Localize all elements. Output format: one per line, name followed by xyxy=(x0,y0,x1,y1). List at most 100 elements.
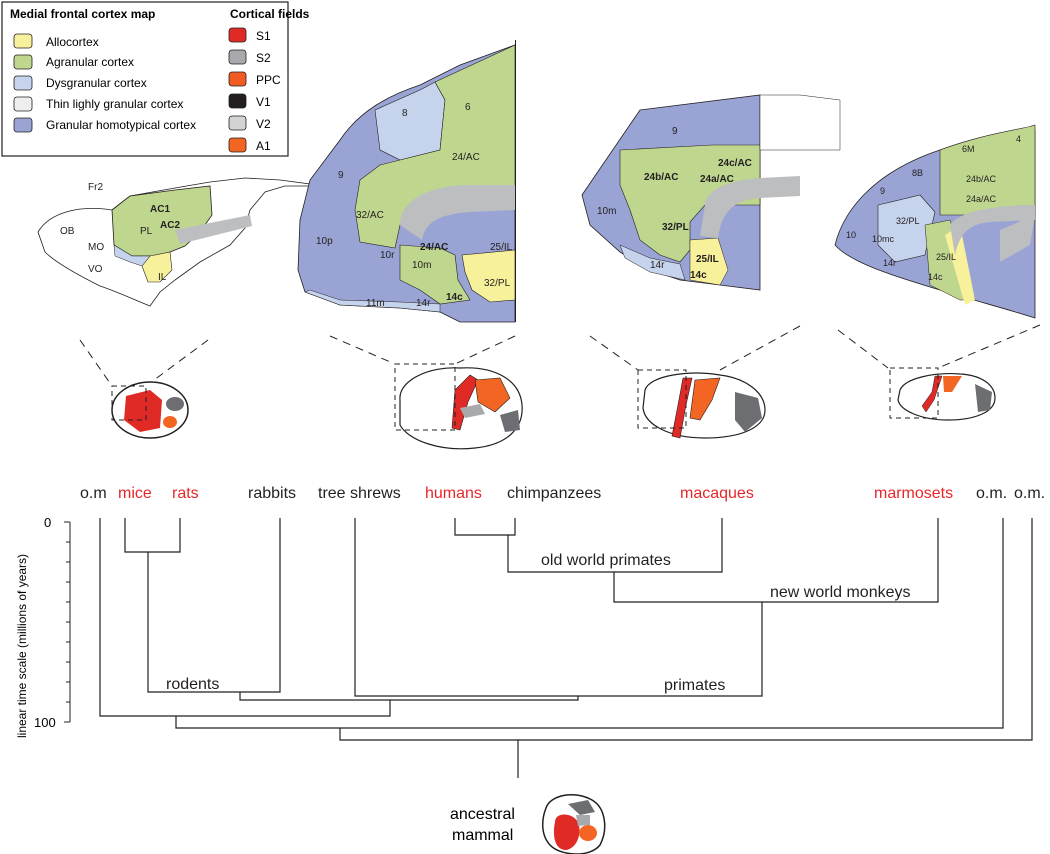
new-world-monkeys-branch xyxy=(613,518,939,603)
zoom-line xyxy=(145,339,209,387)
marmoset-ppc-area xyxy=(943,376,962,392)
marmoset-label: 32/PL xyxy=(896,216,920,226)
om-left-branch xyxy=(99,518,391,717)
primates-branch xyxy=(354,518,763,697)
legend-map-label: Dysgranular cortex xyxy=(46,76,147,90)
marmoset-label: 10 xyxy=(846,230,856,240)
human-orbital-strip xyxy=(304,289,441,313)
legend-field-item: PPC xyxy=(228,71,281,87)
om-right-branch-1 xyxy=(175,518,1004,729)
legend-map-label: Allocortex xyxy=(46,35,99,49)
ancestral-mammal: ancestral mammal xyxy=(450,793,606,854)
species-label: chimpanzees xyxy=(507,485,601,502)
legend-map-item: Thin lighly granular cortex xyxy=(13,96,183,112)
ppc-swatch xyxy=(228,71,247,87)
human-brain-icon xyxy=(394,363,523,450)
rodent-frontal-map: Fr2 AC1 AC2 PL OB MO VO IL xyxy=(37,177,311,307)
human-label: 8 xyxy=(402,108,408,119)
human-map-edge xyxy=(515,40,516,322)
ancestral-a1-area xyxy=(579,825,597,841)
ancestral-v1-area xyxy=(568,800,595,815)
granular-homotypical-swatch xyxy=(13,117,33,133)
marmoset-label: 6M xyxy=(962,144,975,154)
macaque-v1-area xyxy=(735,392,762,432)
macaque-label: 24b/AC xyxy=(644,172,678,183)
species-label: humans xyxy=(425,485,482,502)
marmoset-label: 24b/AC xyxy=(966,174,997,184)
s2-swatch xyxy=(228,49,247,65)
human-label: 10m xyxy=(412,260,431,271)
a1-swatch xyxy=(228,137,247,153)
species-label: marmosets xyxy=(874,485,953,502)
macaque-zoom-box xyxy=(637,369,687,429)
legend-field-label: A1 xyxy=(256,139,271,153)
human-label: 10r xyxy=(380,250,395,261)
zoom-line xyxy=(79,339,113,387)
legend-field-label: PPC xyxy=(256,73,281,87)
mouse-s1-area xyxy=(124,390,162,432)
species-label: o.m. xyxy=(1014,485,1045,502)
legend-field-label: S1 xyxy=(256,29,271,43)
marmoset-brain-outline xyxy=(897,373,996,421)
clade-labels: old world primates new world monkeys rod… xyxy=(166,552,911,694)
macaque-brain-icon xyxy=(637,369,766,439)
rodent-dysgranular-strip xyxy=(113,244,151,267)
legend-field-item: S2 xyxy=(228,49,271,65)
human-label: 32/PL xyxy=(484,278,511,289)
rodent-label: VO xyxy=(88,264,103,275)
legend-map-item: Granular homotypical cortex xyxy=(13,117,196,133)
rodents-branch xyxy=(147,518,281,693)
rodent-label: Fr2 xyxy=(88,182,103,193)
zoom-line xyxy=(719,325,801,371)
human-label: 24/AC xyxy=(452,152,480,163)
human-label: 9 xyxy=(338,170,344,181)
species-label: o.m. xyxy=(976,485,1007,502)
macaque-label: 10m xyxy=(597,206,616,217)
legend-field-label: S2 xyxy=(256,51,271,65)
dysgranular-swatch xyxy=(13,75,33,91)
rodent-label: OB xyxy=(60,226,75,237)
marmoset-label: 14c xyxy=(928,272,943,282)
macaque-label: 9 xyxy=(672,126,678,137)
species-label: tree shrews xyxy=(318,485,401,502)
zoom-lines xyxy=(79,324,1041,387)
root-label-line1: ancestral xyxy=(450,806,515,823)
legend-field-item: V1 xyxy=(228,93,271,109)
legend-map-item: Allocortex xyxy=(13,33,99,49)
legend-field-label: V2 xyxy=(256,117,271,131)
marmoset-agranular-region xyxy=(939,124,1036,216)
macaque-orbital-strip xyxy=(619,244,686,281)
om-right-branch-2 xyxy=(339,518,1033,741)
human-subgenual-region xyxy=(399,244,471,305)
macaque-ppc-area xyxy=(689,377,721,421)
thin-granular-swatch xyxy=(13,96,33,112)
human-s1-area xyxy=(451,374,479,431)
mouse-brain-icon xyxy=(111,381,189,439)
zoom-line xyxy=(937,324,1041,369)
species-label: rabbits xyxy=(248,485,296,502)
legend-fields-title: Cortical fields xyxy=(230,7,310,21)
human-label: 32/AC xyxy=(356,210,384,221)
macaque-label: 24a/AC xyxy=(700,174,734,185)
marmoset-frontal-map: 6M 4 8B 24b/AC 24a/AC 9 32/PL 10 10mc 14… xyxy=(834,124,1036,319)
human-ppc-area xyxy=(474,377,511,413)
clade-label: primates xyxy=(664,677,725,694)
v1-swatch xyxy=(228,93,247,109)
macaque-label: 25/IL xyxy=(696,254,719,265)
humans-chimps-branch xyxy=(454,518,516,536)
mouse-zoom-box xyxy=(111,385,147,421)
legend-map-item: Dysgranular cortex xyxy=(13,75,147,91)
ancestral-s2-area xyxy=(576,815,590,826)
macaque-frontal-map: 9 24c/AC 24b/AC 24a/AC 10m 32/PL 25/IL 1… xyxy=(581,94,841,291)
rodent-label: PL xyxy=(140,226,153,237)
human-label: 6 xyxy=(465,102,471,113)
zoom-line xyxy=(837,329,889,369)
human-corpus-callosum xyxy=(400,185,515,240)
legend-field-label: V1 xyxy=(256,95,271,109)
macaque-label: 24c/AC xyxy=(718,158,752,169)
mouse-a1-area xyxy=(163,416,177,428)
macaque-allocortex xyxy=(689,237,729,286)
axis-title: linear time scale (millions of years) xyxy=(15,554,29,738)
old-world-primates-branch xyxy=(507,518,723,573)
zoom-line xyxy=(589,335,639,371)
